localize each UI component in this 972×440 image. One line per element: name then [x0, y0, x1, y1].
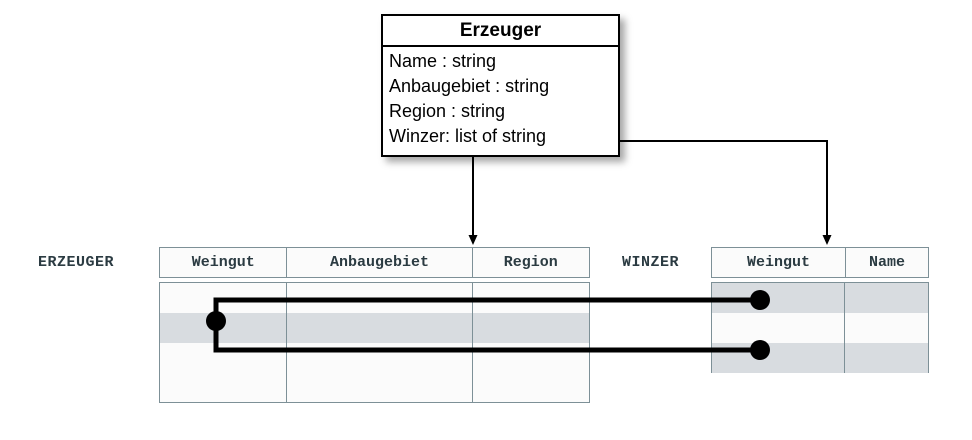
- table-cell-weingut: [160, 313, 287, 343]
- table-cell-anbaugebiet: [287, 283, 473, 313]
- uml-attribute-list: Name : string Anbaugebiet : string Regio…: [383, 47, 618, 149]
- table-row[interactable]: [712, 313, 928, 343]
- uml-class-box-erzeuger: Erzeuger Name : string Anbaugebiet : str…: [381, 14, 620, 157]
- table-cell-name: [845, 283, 928, 313]
- table-row[interactable]: [160, 313, 589, 343]
- table-body-winzer: [711, 282, 929, 373]
- column-header-name: Name: [868, 254, 905, 271]
- column-header-anbaugebiet: Anbaugebiet: [287, 248, 473, 277]
- table-row[interactable]: [712, 343, 928, 373]
- uml-class-name: Erzeuger: [383, 16, 618, 47]
- uml-attribute-anbaugebiet: Anbaugebiet : string: [389, 76, 550, 96]
- arrow-winzer-to-winzer-table: [604, 140, 832, 245]
- table-header-winzer: Weingut Name: [711, 247, 929, 278]
- uml-attribute-winzer: Winzer: list of string: [389, 126, 547, 146]
- table-cell-anbaugebiet: [287, 373, 473, 403]
- table-row[interactable]: [712, 283, 928, 313]
- table-cell-weingut: [712, 283, 845, 313]
- table-cell-name: [845, 313, 928, 343]
- table-row[interactable]: [160, 343, 589, 373]
- table-cell-name: [845, 343, 928, 373]
- table-cell-weingut: [712, 313, 845, 343]
- column-header-region: Region: [503, 254, 558, 271]
- table-label-erzeuger: ERZEUGER: [38, 254, 115, 271]
- table-cell-region: [473, 343, 589, 373]
- table-label-winzer: WINZER: [622, 254, 680, 271]
- table-cell-weingut: [160, 373, 287, 403]
- column-header-weingut: Weingut: [160, 248, 288, 277]
- table-cell-anbaugebiet: [287, 343, 473, 373]
- table-row[interactable]: [160, 283, 589, 313]
- column-header-weingut: Weingut: [712, 248, 846, 277]
- table-cell-region: [473, 373, 589, 403]
- table-cell-anbaugebiet: [287, 313, 473, 343]
- table-cell-weingut: [160, 283, 287, 313]
- table-cell-region: [473, 283, 589, 313]
- table-header-erzeuger: Weingut Anbaugebiet Region: [159, 247, 590, 278]
- uml-attribute-name: Name : string: [389, 51, 497, 71]
- uml-attribute-region: Region : string: [389, 101, 506, 121]
- table-cell-region: [473, 313, 589, 343]
- table-cell-weingut: [712, 343, 845, 373]
- table-row[interactable]: [160, 373, 589, 403]
- table-body-erzeuger: [159, 282, 590, 403]
- table-cell-weingut: [160, 343, 287, 373]
